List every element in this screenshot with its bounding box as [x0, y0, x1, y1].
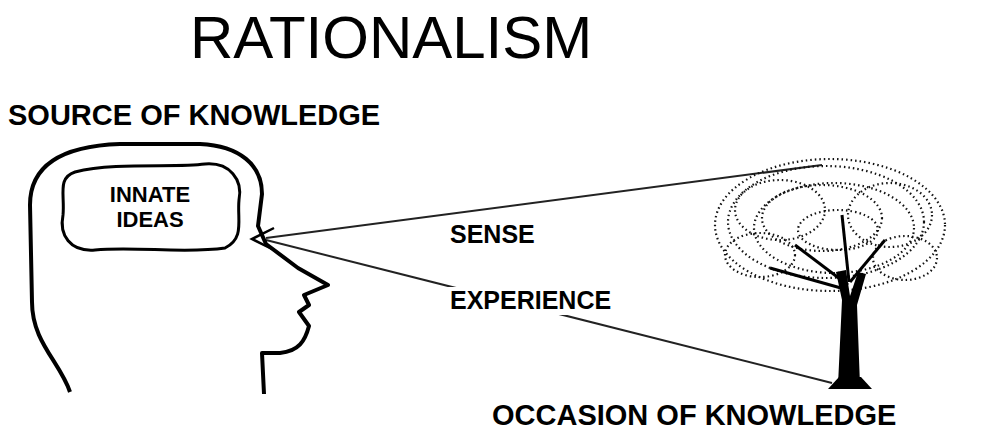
- tree-canopy: [715, 159, 945, 291]
- tree-branches: [770, 215, 885, 290]
- tree-illustration: [715, 159, 945, 389]
- node-heading: SOURCE OF KNOWLEDGE: [8, 100, 363, 132]
- head-outline: SOURCE OF KNOWLEDGE INNATE IDEAS: [8, 100, 363, 400]
- node-text: INNATE IDEAS: [95, 183, 205, 231]
- sense-ray: [266, 240, 832, 383]
- occasion-label: OCCASION OF KNOWLEDGE: [488, 400, 900, 432]
- head-profile: [30, 144, 328, 394]
- innate-ideas-outline: [62, 164, 240, 250]
- innate-ideas-blob: INNATE IDEAS: [55, 160, 245, 255]
- experience-label: EXPERIENCE: [446, 287, 615, 315]
- sense-label: SENSE: [446, 221, 539, 249]
- sense-ray: [266, 165, 822, 238]
- tree-base: [828, 377, 872, 389]
- tree-trunk: [836, 270, 866, 385]
- diagram-title: RATIONALISM: [190, 8, 592, 68]
